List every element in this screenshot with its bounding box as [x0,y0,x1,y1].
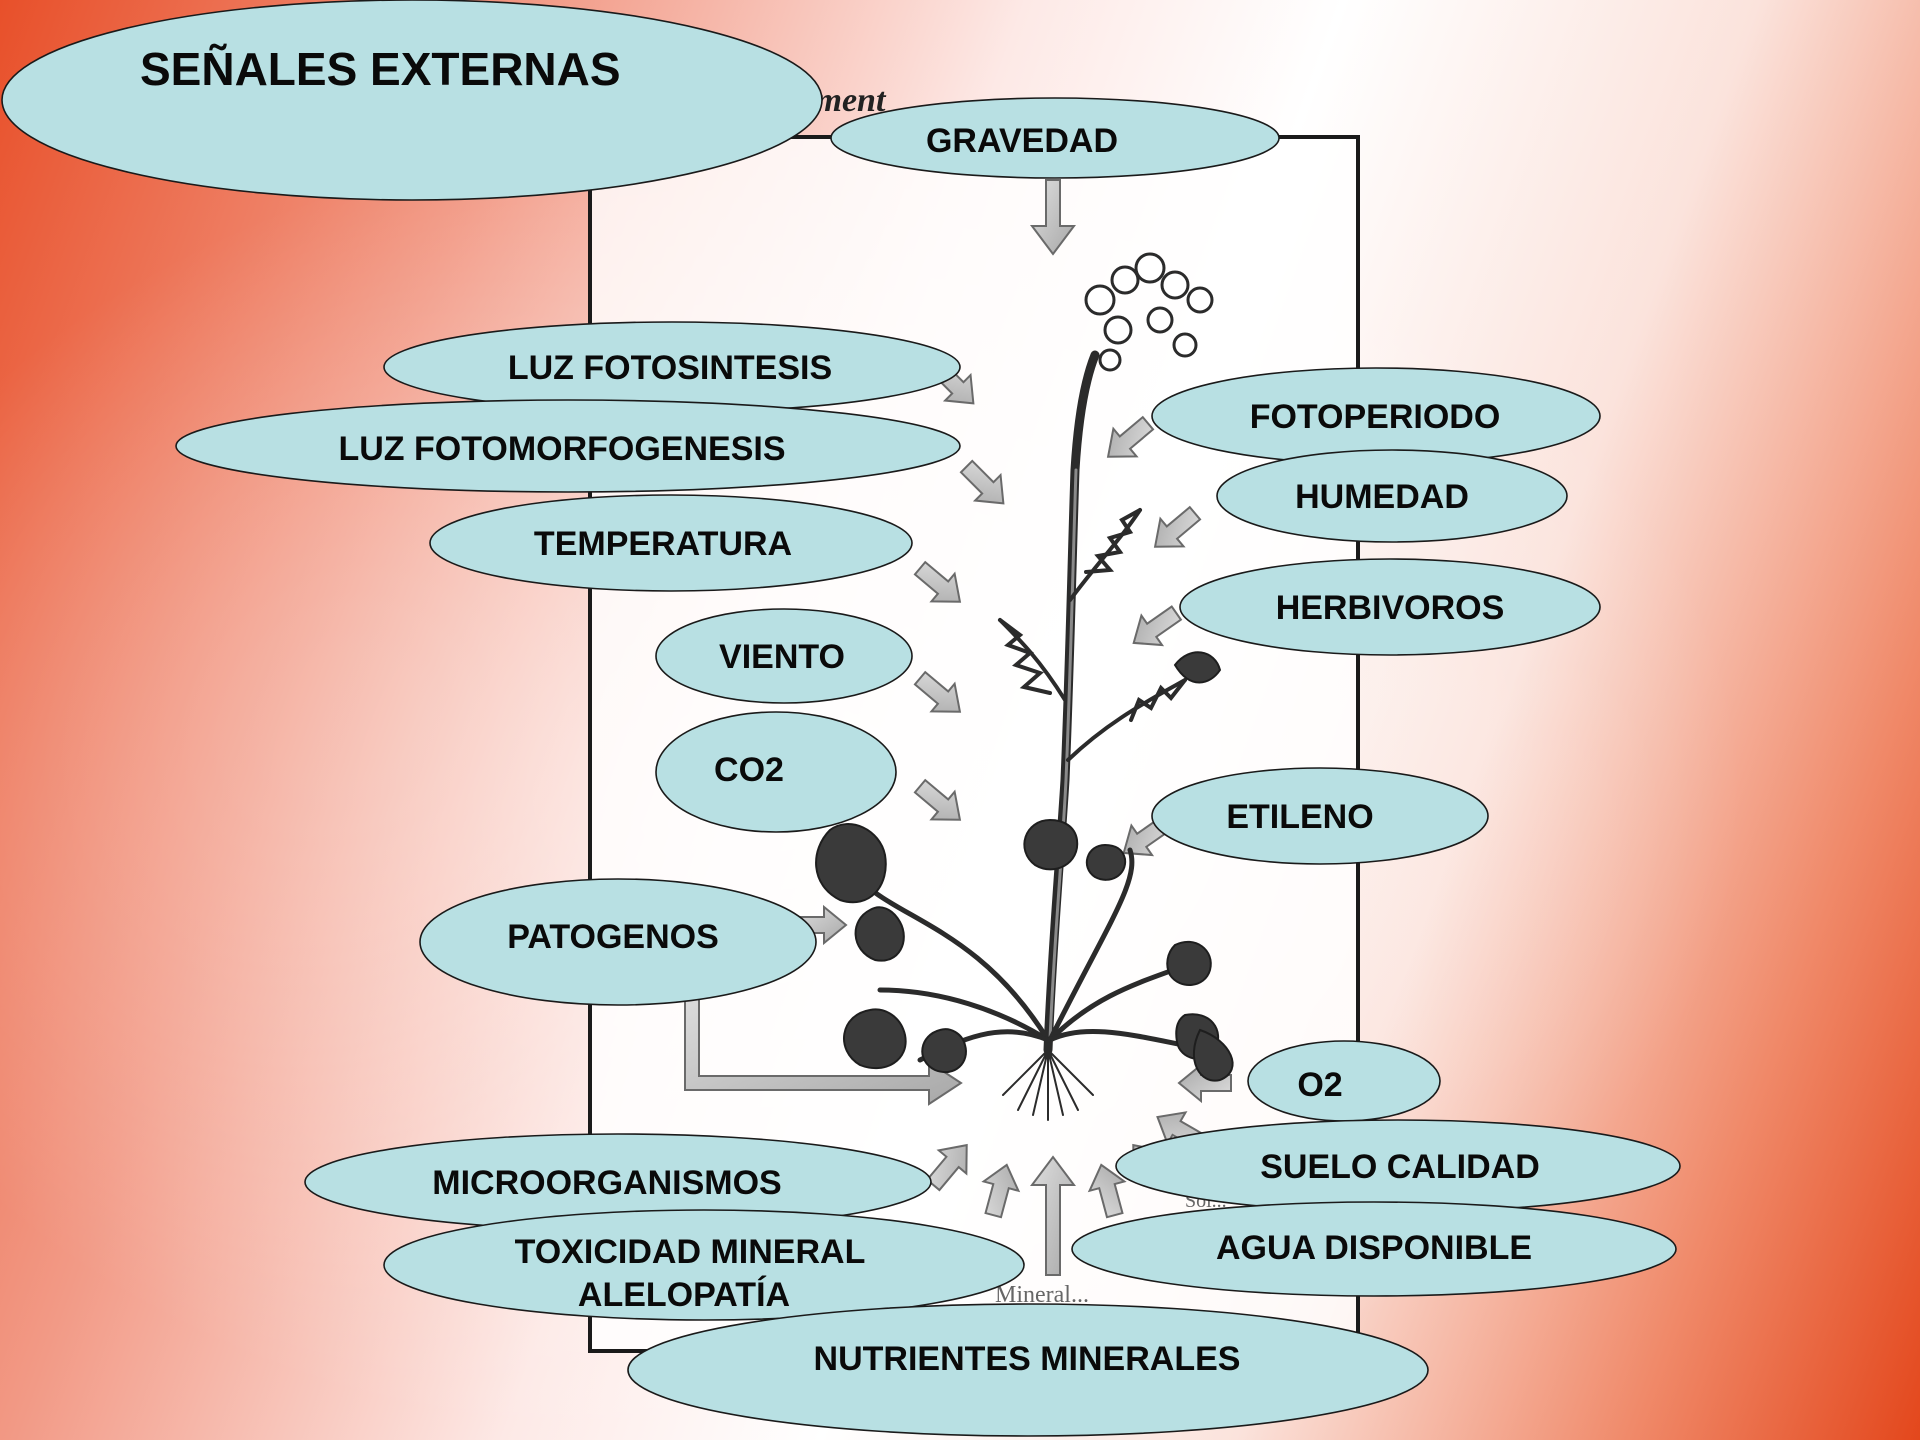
arrow-mineral-up [1030,1155,1076,1276]
arrow-temperatura [913,560,962,603]
label-suelo-calidad: SUELO CALIDAD [1260,1148,1540,1186]
leaf-bud-center [1023,818,1079,871]
label-temperatura: TEMPERATURA [534,525,792,563]
leaf-rosette-far-right [1192,1028,1234,1082]
flower-1 [1084,284,1116,316]
arrow-gravedad [1030,179,1076,256]
plant-rosette-4 [1047,847,1135,1043]
plant-leaf-2 [1084,508,1142,574]
label-alelopatia: ALELOPATÍA [578,1276,790,1314]
signal-oval-luz-fotomorfogenesis: LUZ FOTOMORFOGENESIS [175,399,961,493]
flower-5 [1186,286,1214,314]
signal-oval-fotoperiodo: FOTOPERIODO [1151,367,1601,465]
label-patogenos: PATOGENOS [507,918,719,956]
signal-oval-temperatura: TEMPERATURA [429,494,913,592]
plant-leaf-1 [998,618,1052,695]
leaf-bud-right [1085,843,1127,881]
label-viento: VIENTO [719,638,845,676]
plant-rosette-2 [857,877,1051,1043]
plant-branch-1 [1068,508,1142,602]
label-co2: CO2 [714,751,784,789]
arrow-loop-left [684,989,963,1106]
signal-oval-suelo-calidad: SUELO CALIDAD [1115,1119,1681,1213]
arrow-co2 [913,778,962,821]
flower-3 [1134,252,1166,284]
plant-roots [1002,1049,1094,1121]
plant-rosette-1 [877,987,1051,1043]
label-luz-fotosintesis: LUZ FOTOSINTESIS [508,349,832,387]
label-etileno: ETILENO [1226,798,1373,836]
leaf-rosette-left-mid [854,906,905,962]
signal-oval-o2: O2 [1247,1040,1441,1122]
leaf-rosette-left-low [843,1008,907,1070]
plant-branch-3 [1066,678,1187,762]
label-humedad: HUMEDAD [1295,478,1469,516]
page-title: SEÑALES EXTERNAS [140,43,621,95]
arrow-humedad [1153,505,1202,548]
leaf-upper-right [1173,651,1222,684]
flower-7 [1146,306,1174,334]
leaf-rosette-right [1166,940,1212,986]
label-o2: O2 [1297,1066,1342,1104]
flower-2 [1110,265,1140,295]
signal-oval-luz-fotosintesis: LUZ FOTOSINTESIS [383,321,961,413]
leaf-rosette-low-center [921,1028,967,1073]
label-fotoperiodo: FOTOPERIODO [1250,398,1501,436]
flower-6 [1103,315,1133,345]
signal-oval-nutrientes-minerales: NUTRIENTES MINERALES [627,1303,1429,1437]
plant-flowers [1084,252,1214,372]
signal-arrows [684,179,1232,1276]
signal-oval-etileno: ETILENO [1151,767,1489,865]
leaf-rosette-left-top [815,823,887,904]
label-microorganismos: MICROORGANISMOS [432,1164,781,1202]
arrow-toxicidad [925,1143,968,1192]
plant-leaves [815,651,1234,1082]
plant-illustration [857,350,1213,1121]
arrow-luz-fotomorfogenesis [959,459,1005,505]
signal-oval-microorganismos: MICROORGANISMOS [304,1133,932,1231]
signal-oval-herbivoros: HERBIVOROS [1179,558,1601,656]
plant-leaf-3 [1129,678,1187,722]
label-agua-disponible: AGUA DISPONIBLE [1216,1229,1532,1267]
label-nutrientes-minerales: NUTRIENTES MINERALES [814,1340,1241,1378]
signal-oval-co2: CO2 [655,711,897,833]
label-herbivoros: HERBIVOROS [1276,589,1505,627]
title-oval: SEÑALES EXTERNAS [1,0,823,201]
arrow-herbivoros [1132,605,1183,647]
label-luz-fotomorfogenesis: LUZ FOTOMORFOGENESIS [338,430,785,468]
label-gravedad: GRAVEDAD [926,122,1118,160]
signal-oval-viento: VIENTO [655,608,913,704]
signal-oval-agua-disponible: AGUA DISPONIBLE [1071,1201,1677,1297]
plant-stem-highlight [1048,468,1078,1042]
arrow-viento [913,670,962,713]
signal-oval-humedad: HUMEDAD [1216,449,1568,543]
signal-oval-gravedad: GRAVEDAD [830,97,1280,179]
flower-4 [1160,270,1190,300]
arrow-soil-2 [1087,1163,1127,1219]
signal-oval-toxicidad-mineral: TOXICIDAD MINERAL ALELOPATÍA [383,1209,1025,1321]
arrow-microorganismos [981,1163,1021,1219]
flower-9 [1098,348,1122,372]
flower-8 [1172,332,1198,358]
label-toxicidad-mineral: TOXICIDAD MINERAL [515,1233,866,1271]
arrow-fotoperiodo [1106,415,1155,458]
signal-oval-patogenos: PATOGENOS [419,878,817,1006]
